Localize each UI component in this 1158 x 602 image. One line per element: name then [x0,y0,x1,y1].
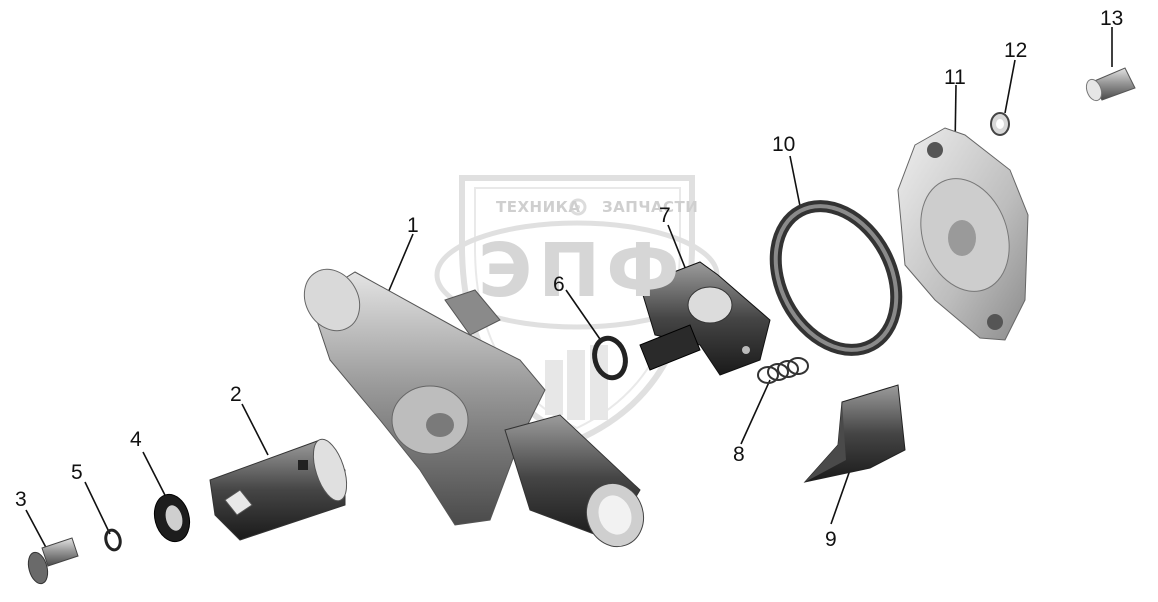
callout-5: 5 [71,461,83,484]
callout-12: 12 [1004,39,1028,62]
part-6-oring [592,335,628,381]
leader-lines [25,27,1113,556]
part-2-sleeve [209,438,348,541]
callout-3: 3 [15,488,27,511]
callout-2: 2 [230,383,242,406]
part-12-washer [990,112,1010,136]
watermark-brand-left: ТЕХНИКА [496,198,581,216]
callout-8: 8 [733,443,745,466]
watermark-logo-text: ЭПФ [478,228,686,314]
part-7-valve [639,261,771,376]
part-13-bolt [1085,67,1136,102]
part-3-pin [27,537,79,585]
watermark-brand-right: ЗАПЧАСТИ [602,198,699,216]
wheat-ear-icon [545,345,608,420]
callout-1: 1 [407,214,419,237]
callout-4: 4 [130,428,142,451]
part-11-cover [897,127,1029,341]
callout-13: 13 [1100,7,1124,30]
callout-11: 11 [944,66,966,89]
part-9-shim [803,384,906,483]
gear-icon [569,198,587,216]
part-10-gasket [769,200,903,356]
part-4-washer [153,493,191,543]
callout-7: 7 [659,204,671,227]
callout-10: 10 [772,133,796,156]
part-1-housing [303,268,644,548]
callout-6: 6 [553,273,565,296]
part-8-spring [757,357,809,384]
part-5-ring [104,528,122,552]
callout-9: 9 [825,528,837,551]
